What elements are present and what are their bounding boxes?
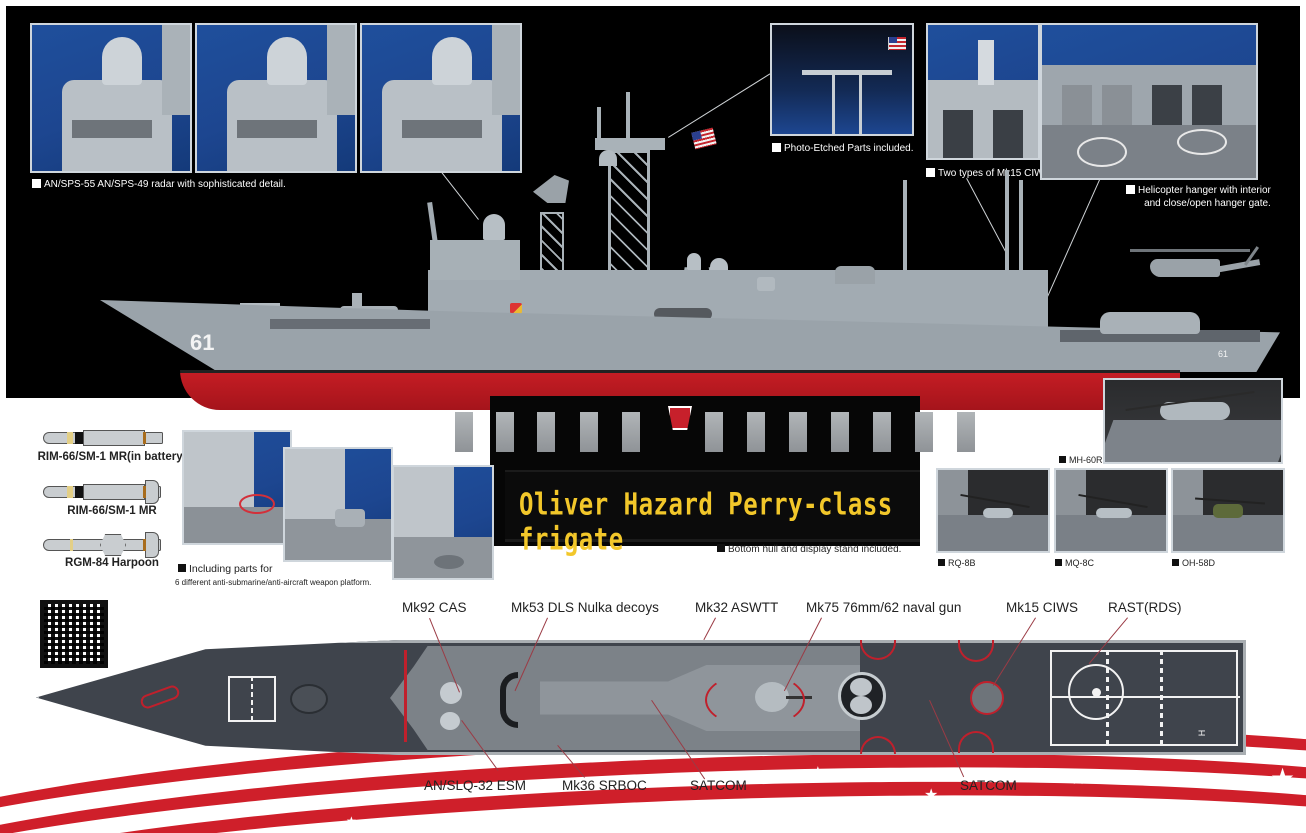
star-icon: ★ <box>1200 810 1213 826</box>
weapon-platform-photo-1 <box>182 430 292 545</box>
star-icon: ★ <box>808 762 828 787</box>
oh58d-photo <box>1171 468 1285 553</box>
mq8c-photo <box>1054 468 1168 553</box>
plan-ciws <box>970 681 1004 715</box>
ship-side-view: 61 61 <box>100 92 1280 410</box>
missile-harpoon: RGM-84 Harpoon <box>35 532 205 575</box>
mh60r-photo <box>1103 378 1283 464</box>
star-icon: ★ <box>924 787 939 804</box>
ciws-photo <box>926 23 1040 160</box>
bullet-icon <box>178 564 186 572</box>
label-mk53-dls: Mk53 DLS Nulka decoys <box>511 600 659 615</box>
label-satcom-2: SATCOM <box>960 778 1017 793</box>
mh60-helicopter-side <box>1130 245 1270 281</box>
label-mk15-ciws: Mk15 CIWS <box>1006 600 1079 615</box>
hangar-photo <box>1040 23 1258 180</box>
missile-rim66-battery: RIM-66/SM-1 MR(in battery) <box>35 428 205 468</box>
bullet-icon <box>1059 456 1066 463</box>
star-icon: ★ <box>1070 768 1087 788</box>
hull-number: 61 <box>190 330 215 355</box>
radar-caption: AN/SPS-55 AN/SPS-49 radar with sophistic… <box>32 179 286 190</box>
radar-photo-3 <box>360 23 522 173</box>
stand-caption: Bottom hull and display stand included. <box>717 544 901 555</box>
bullet-icon <box>717 544 725 552</box>
bullet-icon <box>926 168 935 177</box>
helipad-mark: H <box>1196 729 1207 737</box>
label-slq32-esm: AN/SLQ-32 ESM <box>424 778 527 793</box>
leader-mk32 <box>703 617 716 641</box>
stand-badge <box>668 406 692 430</box>
bullet-icon <box>1126 185 1135 194</box>
label-mk36-srboc: Mk36 SRBOC <box>562 778 647 793</box>
helicopter-label-mq8c: MQ-8C <box>1055 558 1094 568</box>
photo-etched-caption: Photo-Etched Parts included. <box>772 143 914 154</box>
label-mk75-gun: Mk75 76mm/62 naval gun <box>806 600 962 615</box>
star-icon: ★ <box>1270 763 1296 794</box>
plan-nulka-launcher <box>500 672 518 728</box>
bullet-icon <box>772 143 781 152</box>
weapon-platform-photo-2 <box>283 447 393 562</box>
weapon-platform-photo-3 <box>392 465 494 580</box>
helicopter-label-mh60r: MH-60R <box>1059 455 1103 465</box>
bullet-icon <box>938 559 945 566</box>
product-title: Oliver Hazard Perry-class frigate <box>519 487 893 557</box>
label-mk92-cas: Mk92 CAS <box>402 600 467 615</box>
photo-etched-photo <box>770 23 914 136</box>
rq8b-photo <box>936 468 1050 553</box>
plan-helideck <box>1050 650 1238 746</box>
star-icon: ★ <box>346 814 357 828</box>
stand-nameplate: Oliver Hazard Perry-class frigate <box>505 470 920 557</box>
bullet-icon <box>1172 559 1179 566</box>
main-mast <box>608 150 650 280</box>
missile-rim66: RIM-66/SM-1 MR <box>35 480 205 522</box>
radar-photo-2 <box>195 23 357 173</box>
us-flag-icon <box>888 37 906 50</box>
flag-stripes-background: ★ ★ ★ ★ ★ ★ <box>0 690 1306 833</box>
hull-number-stern: 61 <box>1218 349 1229 359</box>
label-rast: RAST(RDS) <box>1108 600 1182 615</box>
stand-posts <box>455 406 975 452</box>
qr-code[interactable] <box>40 600 108 668</box>
helicopter-label-rq8b: RQ-8B <box>938 558 976 568</box>
helicopter-label-oh58d: OH-58D <box>1172 558 1215 568</box>
ciws-caption: Two types of Mk15 CIWS. <box>926 168 1053 179</box>
bullet-icon <box>1055 559 1062 566</box>
deck-helicopter <box>1100 312 1200 334</box>
label-mk32-aswtt: Mk32 ASWTT <box>695 600 779 615</box>
hangar-caption: Helicopter hanger with interior and clos… <box>1126 184 1271 210</box>
bullet-icon <box>32 179 41 188</box>
radar-photo-1 <box>30 23 192 173</box>
label-satcom-1: SATCOM <box>690 778 747 793</box>
weapon-platform-caption: Including parts for 6 different anti-sub… <box>175 563 372 587</box>
